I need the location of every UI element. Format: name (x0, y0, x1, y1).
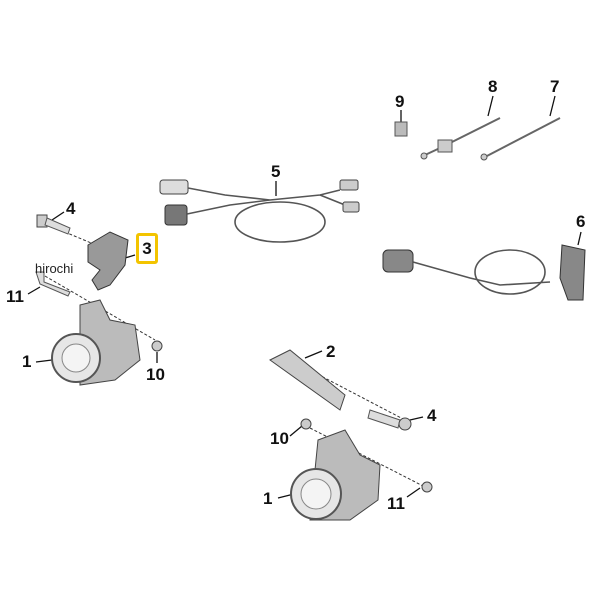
label-11: 11 (6, 287, 24, 306)
part-4-bolt (367, 409, 401, 429)
label-11: 11 (387, 494, 405, 513)
part-11-bolt (35, 271, 71, 297)
watermark: hirochi (35, 261, 74, 276)
part-3-bracket (87, 231, 129, 291)
part-7-cable-tie (484, 117, 561, 158)
label-3-highlighted[interactable]: 3 (136, 233, 158, 264)
label-9: 9 (395, 92, 405, 111)
part-9-clip (394, 121, 408, 137)
part-11-bolt (421, 481, 433, 493)
part-1-fog-lamp (290, 429, 381, 521)
label-7: 7 (550, 77, 560, 96)
part-2-holder (269, 349, 346, 411)
part-10-nut (151, 340, 163, 352)
part-8-cable-tie (424, 117, 501, 156)
label-2: 2 (326, 342, 336, 361)
label-4: 4 (66, 199, 76, 218)
part-10-nut (300, 418, 312, 430)
label-4: 4 (427, 406, 437, 425)
label-10: 10 (146, 365, 165, 384)
label-1: 1 (263, 489, 273, 508)
part-5-wiring-harness (159, 179, 360, 243)
part-1-fog-lamp (51, 299, 141, 386)
label-8: 8 (488, 77, 498, 96)
label-6: 6 (576, 212, 586, 231)
label-5: 5 (271, 162, 281, 181)
label-1: 1 (22, 352, 32, 371)
part-6-cable-with-switch (382, 244, 586, 301)
leader-lines (27, 95, 582, 499)
part-4-bolt (36, 214, 71, 235)
label-10: 10 (270, 429, 289, 448)
